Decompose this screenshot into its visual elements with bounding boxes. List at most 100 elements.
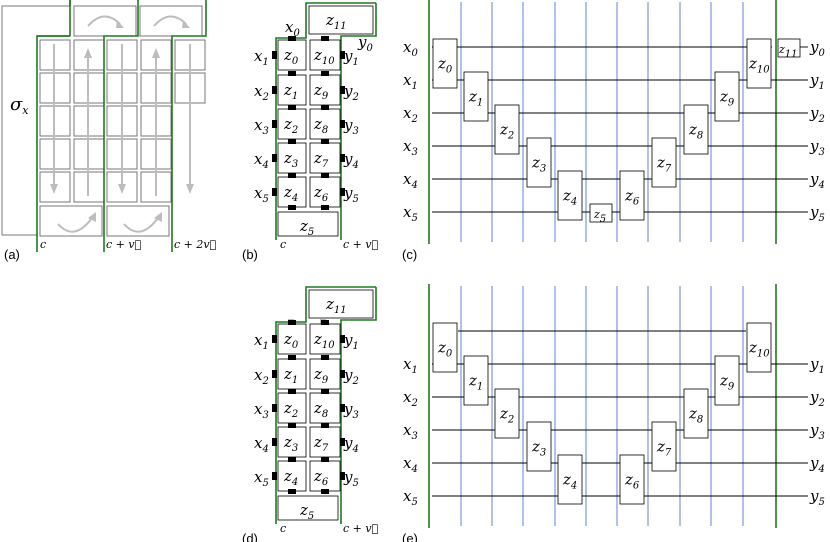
port-left-0	[272, 51, 277, 59]
right-box-label-1: z9	[313, 81, 329, 102]
gate-z8	[683, 388, 709, 439]
right-box-0	[309, 323, 341, 355]
left-box-label-1: z1	[283, 81, 298, 102]
left-box-label-3: z3	[283, 433, 298, 454]
port-vr-4	[321, 173, 329, 178]
port-left-0	[272, 335, 277, 343]
right-box-label-3: z7	[313, 149, 329, 170]
port-right-3	[340, 438, 345, 446]
gate-label-z5: z5	[593, 208, 606, 225]
gate-z7	[651, 137, 677, 188]
left-box-2	[277, 108, 307, 140]
label-c: c	[280, 522, 286, 535]
right-box-3	[309, 426, 341, 458]
boundary-c-2v	[171, 0, 207, 252]
left-input-2: x3	[254, 400, 269, 421]
right-box-label-3: z7	[313, 433, 329, 454]
right-output-1: y2	[343, 82, 359, 103]
output-label-2: y2	[809, 388, 825, 409]
gate-label-z8: z8	[688, 405, 703, 426]
panel-c-tag: (c)	[402, 247, 417, 262]
input-label-4: x4	[403, 170, 418, 191]
gate-label-z9: z9	[719, 88, 735, 109]
sigma-label: σx	[10, 94, 29, 117]
gate-z6	[619, 170, 645, 221]
left-input-2: x3	[254, 116, 269, 137]
port-br	[321, 205, 329, 210]
port-vl-0	[288, 320, 296, 325]
output-label-3: y3	[809, 421, 825, 442]
right-box-1	[309, 358, 341, 390]
right-output-0: y1	[343, 331, 359, 352]
gate-label-z3: z3	[531, 154, 546, 175]
gate-label-z6: z6	[624, 471, 640, 492]
boundary-c-v	[103, 0, 139, 252]
gate-z10	[746, 38, 772, 89]
gate-z9	[714, 355, 740, 406]
label-c: c	[280, 238, 286, 251]
z5-label: z5	[299, 217, 314, 238]
port-vr-0	[321, 36, 329, 41]
port-left-3	[272, 154, 277, 162]
gate-z2	[494, 388, 520, 439]
port-left-4	[272, 472, 277, 480]
gate-z6	[619, 454, 645, 505]
gate-label-z2: z2	[499, 405, 514, 426]
right-output-0: y1	[343, 47, 359, 68]
right-box-4	[309, 460, 341, 492]
y0-label: y0	[357, 33, 373, 54]
port-vr-2	[321, 105, 329, 110]
gate-label-z1: z1	[468, 88, 483, 109]
left-input-4: x5	[254, 184, 269, 205]
label-c-plus-2v: c + 2v⃗	[174, 238, 216, 251]
label-c-plus-v: c + v⃗	[106, 238, 141, 251]
port-vr-0	[321, 320, 329, 325]
panel-b-tag: (b)	[242, 247, 258, 262]
left-box-2	[277, 392, 307, 424]
output-label-4: y4	[809, 454, 825, 475]
gate-label-z0: z0	[437, 55, 453, 76]
left-input-3: x4	[254, 150, 269, 171]
port-left-3	[272, 438, 277, 446]
right-box-label-0: z10	[313, 330, 335, 351]
port-left-1	[272, 370, 277, 378]
panel-d-tag: (d)	[242, 531, 258, 542]
port-left-4	[272, 188, 277, 196]
left-box-3	[277, 426, 307, 458]
z5-label: z5	[299, 501, 314, 522]
right-output-3: y4	[343, 150, 359, 171]
gate-z2	[494, 104, 520, 155]
output-label-5: y5	[809, 203, 825, 224]
panel-a-tag: (a)	[4, 247, 20, 262]
output-label-4: y4	[809, 170, 825, 191]
panel-a: σx (a) c c + v⃗ c + 2v⃗	[1, 0, 216, 262]
x0-label: x0	[285, 18, 300, 39]
right-box-label-4: z6	[313, 183, 329, 204]
port-vr-4	[321, 457, 329, 462]
top-box-1	[73, 5, 137, 37]
gate-z0	[432, 38, 458, 89]
gate-label-z11: z11	[778, 43, 798, 60]
right-box-label-0: z10	[313, 46, 335, 67]
left-box-label-0: z0	[283, 46, 299, 67]
gate-z0	[432, 322, 458, 373]
right-box-2	[309, 392, 341, 424]
port-bl	[288, 489, 296, 494]
port-vr-2	[321, 389, 329, 394]
port-br	[321, 489, 329, 494]
right-box-label-2: z8	[313, 115, 328, 136]
z11-box	[308, 5, 374, 35]
left-box-label-4: z4	[283, 467, 298, 488]
boundary-right	[340, 3, 377, 240]
left-box-label-3: z3	[283, 149, 298, 170]
port-right-0	[340, 335, 345, 343]
gate-label-z1: z1	[468, 372, 483, 393]
left-box-label-4: z4	[283, 183, 298, 204]
label-c-plus-v: c + v⃗	[343, 238, 378, 251]
gate-z10	[746, 322, 772, 373]
port-right-4	[340, 472, 345, 480]
gate-label-z10: z10	[748, 339, 770, 360]
label-c-plus-v: c + v⃗	[343, 522, 378, 535]
